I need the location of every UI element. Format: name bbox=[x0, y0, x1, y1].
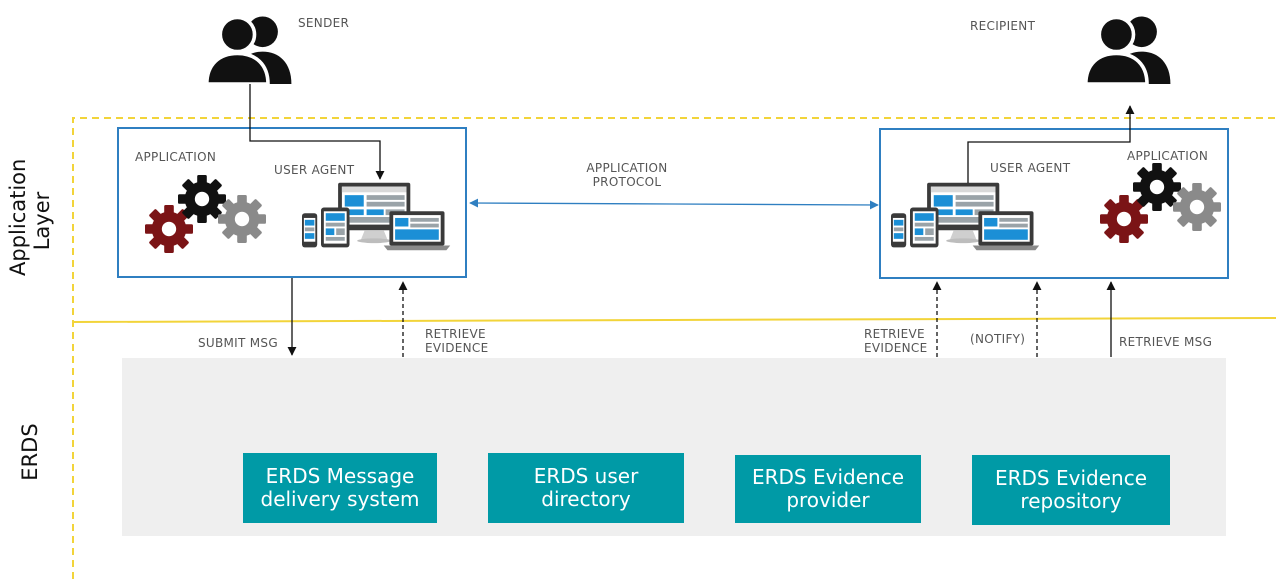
erds-user-directory: ERDS user directory bbox=[488, 453, 684, 523]
sender-user-agent-label: USER AGENT bbox=[274, 163, 355, 177]
application-layer-label: Application Layer bbox=[6, 158, 56, 276]
component-line1: ERDS Evidence bbox=[752, 465, 904, 489]
retrieve-evidence-left-line2: EVIDENCE bbox=[425, 341, 489, 355]
sender-label: SENDER bbox=[298, 16, 350, 30]
sender-application-label: APPLICATION bbox=[135, 150, 217, 164]
notify-label: (NOTIFY) bbox=[970, 332, 1026, 346]
retrieve-evidence-right-label: RETRIEVE EVIDENCE bbox=[864, 327, 928, 355]
application-layer-label-line1: Application bbox=[6, 158, 30, 276]
erds-layer-label-text: ERDS bbox=[18, 423, 42, 481]
retrieve-msg-label: RETRIEVE MSG bbox=[1119, 335, 1213, 349]
component-line1: ERDS Message bbox=[265, 464, 415, 488]
component-line2: directory bbox=[541, 487, 631, 511]
retrieve-evidence-right-line1: RETRIEVE bbox=[864, 327, 925, 341]
user-agent-to-recipient-arrow bbox=[967, 105, 1135, 183]
sender-people-icon bbox=[204, 14, 294, 84]
component-line1: ERDS Evidence bbox=[995, 466, 1147, 490]
layer-divider bbox=[72, 317, 1276, 323]
component-line2: repository bbox=[1020, 489, 1122, 513]
recipient-people-icon bbox=[1083, 14, 1173, 84]
erds-evidence-provider: ERDS Evidence provider bbox=[735, 455, 921, 523]
application-layer-label-line2: Layer bbox=[30, 191, 54, 251]
application-protocol-label-line1: APPLICATION bbox=[586, 161, 668, 175]
submit-msg-label: SUBMIT MSG bbox=[198, 336, 278, 350]
retrieve-evidence-left-label: RETRIEVE EVIDENCE bbox=[425, 327, 489, 355]
recipient-application-label: APPLICATION bbox=[1127, 149, 1209, 163]
application-layer-border bbox=[72, 117, 1276, 579]
erds-message-delivery-system: ERDS Message delivery system bbox=[243, 453, 437, 523]
erds-layer-label: ERDS bbox=[18, 420, 42, 484]
application-protocol-label: APPLICATION PROTOCOL bbox=[572, 161, 682, 189]
retrieve-evidence-right-line2: EVIDENCE bbox=[864, 341, 928, 355]
sender-to-user-agent-arrow bbox=[249, 84, 385, 180]
recipient-user-agent-label: USER AGENT bbox=[990, 161, 1071, 175]
recipient-label: RECIPIENT bbox=[970, 19, 1036, 33]
component-line1: ERDS user bbox=[533, 464, 639, 488]
component-line2: provider bbox=[786, 488, 870, 512]
retrieve-evidence-left-line1: RETRIEVE bbox=[425, 327, 486, 341]
erds-evidence-repository: ERDS Evidence repository bbox=[972, 455, 1170, 525]
application-protocol-arrow bbox=[469, 198, 879, 210]
application-protocol-label-line2: PROTOCOL bbox=[592, 175, 662, 189]
component-line2: delivery system bbox=[260, 487, 420, 511]
